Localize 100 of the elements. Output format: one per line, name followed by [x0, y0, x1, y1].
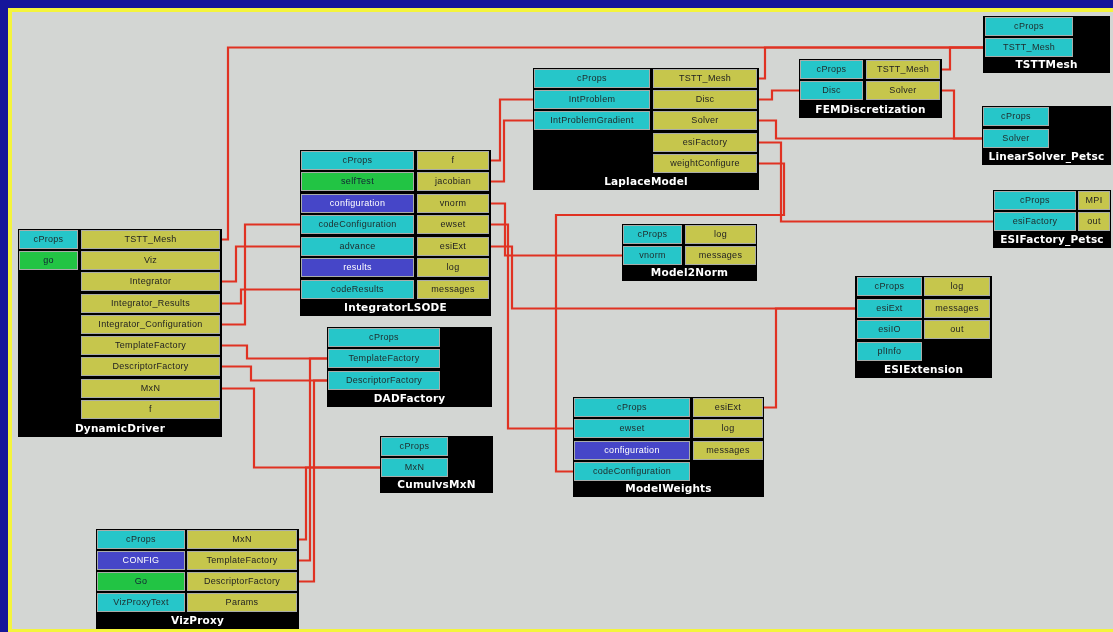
port-box: esiExt [857, 299, 922, 318]
port-box: weightConfigure [653, 154, 757, 173]
port-box: MxN [187, 530, 297, 549]
component-title: DynamicDriver [73, 422, 167, 436]
port-box: DescriptorFactory [81, 357, 220, 376]
component-title: ModelWeights [624, 482, 713, 496]
port-box: Integrator_Configuration [81, 315, 220, 334]
port-box: esiExt [693, 398, 763, 417]
component-box [855, 276, 992, 378]
port-box: f [81, 400, 220, 419]
port-box: configuration [301, 194, 414, 213]
port-box: Solver [866, 81, 940, 100]
port-box: f [417, 151, 489, 170]
port-box: out [1078, 212, 1110, 231]
component-title: DADFactory [372, 392, 447, 406]
port-box: TSTT_Mesh [866, 60, 940, 79]
component-box [18, 229, 222, 437]
port-box: codeResults [301, 280, 414, 299]
port-box: cProps [623, 225, 682, 244]
port-box: TSTT_Mesh [985, 38, 1073, 57]
port-box: Solver [653, 111, 757, 130]
port-box: log [685, 225, 756, 244]
port-box: TemplateFactory [328, 349, 440, 368]
port-box: vnorm [623, 246, 682, 265]
port-box: esiExt [417, 237, 489, 256]
port-box: codeConfiguration [574, 462, 690, 481]
port-box: MxN [81, 379, 220, 398]
port-box: ewset [574, 419, 690, 438]
component-box [993, 190, 1111, 248]
port-box: messages [685, 246, 756, 265]
port-box: cProps [97, 530, 185, 549]
port-box: messages [693, 441, 763, 460]
port-box: Integrator [81, 272, 220, 291]
port-box: codeConfiguration [301, 215, 414, 234]
port-box: Go [97, 572, 185, 591]
port-box: out [924, 320, 990, 339]
component-box [96, 529, 299, 629]
port-box: Viz [81, 251, 220, 270]
port-box: Solver [983, 129, 1049, 148]
port-box: cProps [381, 437, 448, 456]
component-box [533, 68, 759, 190]
port-box: log [693, 419, 763, 438]
component-box [327, 327, 492, 407]
port-box: MxN [381, 458, 448, 477]
port-box: go [19, 251, 78, 270]
port-box: cProps [857, 277, 922, 296]
component-title: ESIExtension [882, 363, 965, 377]
port-box: Disc [800, 81, 863, 100]
component-title: ESIFactory_Petsc [999, 233, 1105, 248]
component-title: Model2Norm [649, 266, 730, 280]
component-title: FEMDiscretization [814, 103, 927, 117]
port-box: cProps [800, 60, 863, 79]
port-box: TSTT_Mesh [81, 230, 220, 249]
port-box: IntProblem [534, 90, 650, 109]
component-title: VizProxy [170, 614, 225, 628]
port-box: MPI [1078, 191, 1110, 210]
port-box: DescriptorFactory [328, 371, 440, 390]
component-box [380, 436, 493, 493]
port-box: cProps [983, 107, 1049, 126]
port-box: cProps [985, 17, 1073, 36]
component-box [982, 106, 1111, 165]
port-box: Integrator_Results [81, 294, 220, 313]
port-box: TemplateFactory [81, 336, 220, 355]
connector-line [554, 162, 786, 473]
port-box: esiFactory [653, 133, 757, 152]
port-box: TSTT_Mesh [653, 69, 757, 88]
port-box: log [924, 277, 990, 296]
component-box [622, 224, 757, 281]
port-box: configuration [574, 441, 690, 460]
port-box: messages [924, 299, 990, 318]
component-box [799, 59, 942, 118]
port-box: IntProblemGradient [534, 111, 650, 130]
component-title: IntegratorLSODE [343, 301, 448, 315]
port-box: results [301, 258, 414, 277]
port-box: jacobian [417, 172, 489, 191]
port-box: cProps [301, 151, 414, 170]
port-box: ewset [417, 215, 489, 234]
component-title: LaplaceModel [603, 175, 689, 189]
component-title: LinearSolver_Petsc [987, 150, 1106, 165]
component-box [983, 16, 1110, 73]
port-box: CONFIG [97, 551, 185, 570]
port-box: TemplateFactory [187, 551, 297, 570]
port-box: esiFactory [994, 212, 1076, 231]
connector-line [763, 307, 857, 409]
port-box: vnorm [417, 194, 489, 213]
port-box: messages [417, 280, 489, 299]
port-box: cProps [574, 398, 690, 417]
port-box: esiIO [857, 320, 922, 339]
port-box: advance [301, 237, 414, 256]
port-box: selfTest [301, 172, 414, 191]
port-box: DescriptorFactory [187, 572, 297, 591]
port-box: plInfo [857, 342, 922, 361]
component-box [573, 397, 764, 497]
port-box: cProps [328, 328, 440, 347]
port-box: log [417, 258, 489, 277]
port-box: Params [187, 593, 297, 612]
component-box [300, 150, 491, 316]
port-box: cProps [19, 230, 78, 249]
port-box: Disc [653, 90, 757, 109]
port-box: cProps [994, 191, 1076, 210]
